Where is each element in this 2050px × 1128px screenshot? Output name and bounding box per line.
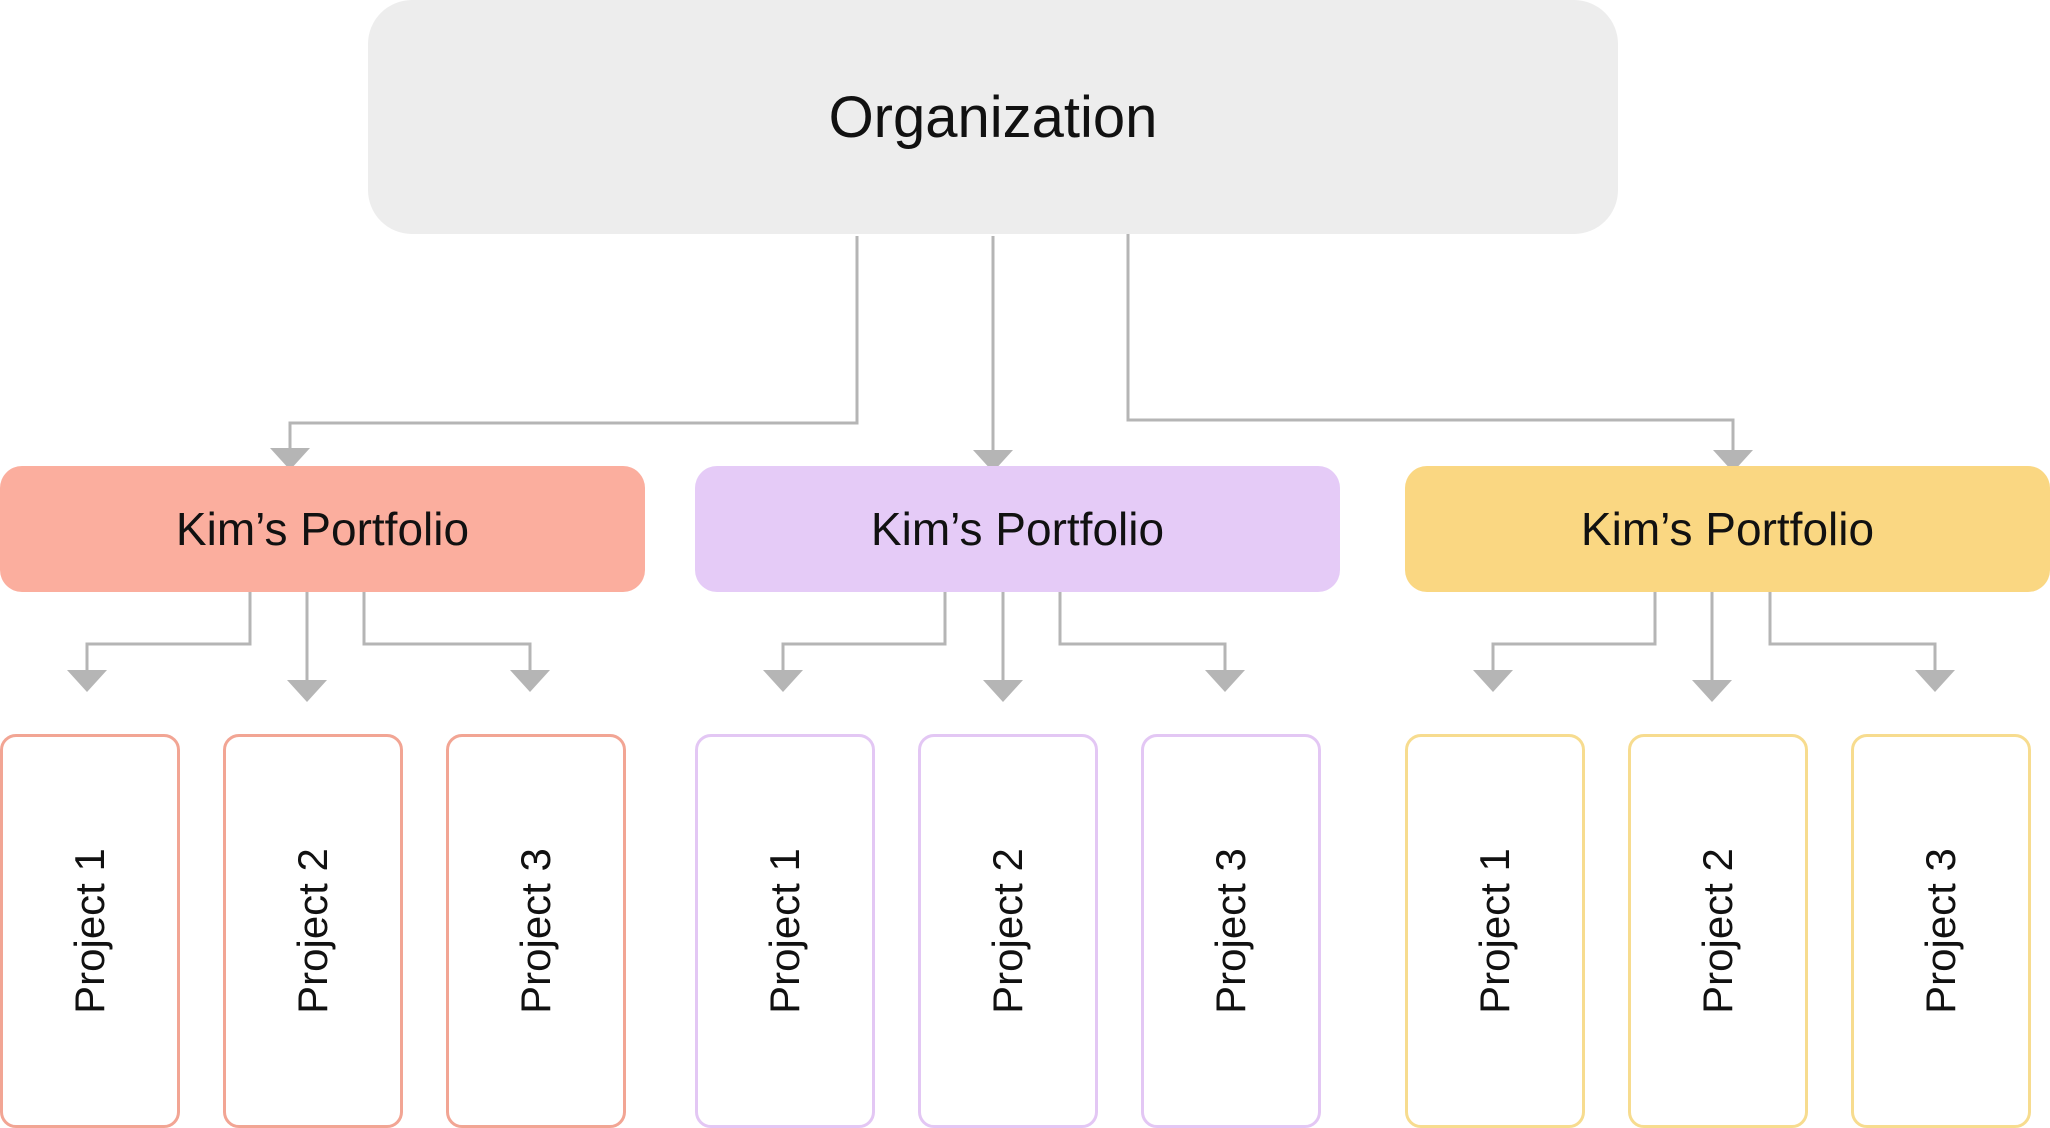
project-label: Project 1 — [1471, 848, 1518, 1014]
project-node-1-1: Project 1 — [0, 734, 180, 1128]
connector-org-to-portfolio-3 — [1126, 234, 1735, 450]
arrow-head — [1915, 670, 1955, 692]
project-node-3-1: Project 1 — [1405, 734, 1585, 1128]
project-node-3-3: Project 3 — [1851, 734, 2031, 1128]
connector-portfolio-1-to-project-3 — [362, 592, 532, 670]
arrow-head — [1205, 670, 1245, 692]
arrow-head — [287, 680, 327, 702]
arrow-head — [270, 448, 310, 470]
connector-portfolio-1-to-project-1 — [85, 592, 252, 670]
portfolio-label: Kim’s Portfolio — [870, 503, 1165, 555]
arrow-head — [1473, 670, 1513, 692]
arrow-head — [1713, 450, 1753, 472]
portfolio-label: Kim’s Portfolio — [1580, 503, 1875, 555]
project-label: Project 1 — [761, 848, 808, 1014]
portfolio-node-1: Kim’s Portfolio — [0, 466, 645, 592]
project-label: Project 2 — [1694, 848, 1741, 1014]
arrow-head — [973, 450, 1013, 472]
connector-portfolio-3-to-project-1 — [1491, 592, 1657, 670]
connector-portfolio-3-to-project-3 — [1768, 592, 1937, 670]
arrow-head — [510, 670, 550, 692]
organization-label: Organization — [828, 84, 1158, 150]
project-label: Project 3 — [512, 848, 559, 1014]
project-node-3-2: Project 2 — [1628, 734, 1808, 1128]
organization-node: Organization — [368, 0, 1618, 234]
project-node-2-2: Project 2 — [918, 734, 1098, 1128]
project-label: Project 2 — [289, 848, 336, 1014]
project-node-1-3: Project 3 — [446, 734, 626, 1128]
connector-portfolio-2-to-project-3 — [1058, 592, 1227, 670]
portfolio-node-3: Kim’s Portfolio — [1405, 466, 2050, 592]
project-label: Project 3 — [1917, 848, 1964, 1014]
project-label: Project 2 — [984, 848, 1031, 1014]
arrow-head — [763, 670, 803, 692]
project-label: Project 1 — [66, 848, 113, 1014]
portfolio-label: Kim’s Portfolio — [175, 503, 470, 555]
connector-portfolio-2-to-project-1 — [781, 592, 947, 670]
portfolio-node-2: Kim’s Portfolio — [695, 466, 1340, 592]
connector-org-to-portfolio-1 — [288, 236, 859, 448]
project-label: Project 3 — [1207, 848, 1254, 1014]
arrow-head — [67, 670, 107, 692]
arrow-head — [1692, 680, 1732, 702]
arrow-head — [983, 680, 1023, 702]
project-node-2-1: Project 1 — [695, 734, 875, 1128]
project-node-2-3: Project 3 — [1141, 734, 1321, 1128]
project-node-1-2: Project 2 — [223, 734, 403, 1128]
